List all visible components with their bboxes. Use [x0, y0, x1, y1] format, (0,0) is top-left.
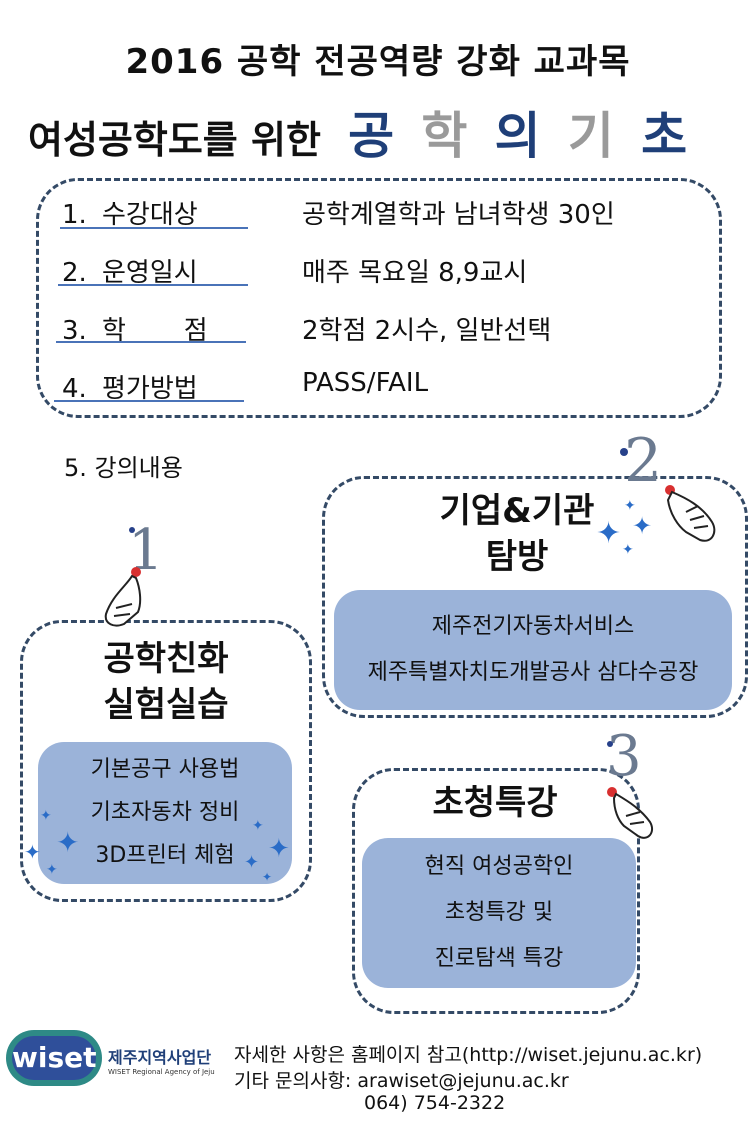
logo-text: wiset: [12, 1036, 97, 1080]
section-heading: 5. 강의내용: [64, 454, 183, 482]
pointing-hand-icon: [607, 741, 654, 839]
info-label: 평가방법: [102, 374, 198, 404]
sparkle-icon: ✦: [24, 840, 41, 864]
footer-contact: 기타 문의사항: arawiset@jejunu.ac.kr: [234, 1070, 569, 1092]
info-num: 2.: [62, 258, 87, 288]
footer-homepage: 자세한 사항은 홈페이지 참고(http://wiset.jejunu.ac.k…: [234, 1044, 703, 1066]
highlight-char: 초: [641, 107, 688, 165]
info-label: 수강대상: [102, 200, 198, 230]
activity-title: 공학친화 실험실습: [60, 636, 272, 728]
label-underline: [58, 284, 248, 286]
info-value: 공학계열학과 남녀학생 30인: [302, 200, 615, 230]
activity-items: 제주전기자동차서비스 제주특별자치도개발공사 삼다수공장: [334, 590, 732, 710]
activity-title-line: 초청특강: [432, 783, 558, 823]
footer-phone: 064) 754-2322: [364, 1092, 506, 1114]
sparkle-icon: ✦: [244, 852, 260, 873]
sparkle-icon: ✦: [624, 498, 636, 514]
info-label: 학 점: [102, 316, 208, 346]
info-row: 2. 운영일시 매주 목요일 8,9교시: [62, 252, 527, 289]
info-num: 1.: [62, 200, 87, 230]
subtitle-prefix: 여성공학도를 위한: [28, 118, 321, 162]
info-value: 매주 목요일 8,9교시: [302, 258, 528, 288]
activity-title-line: 탐방: [485, 537, 549, 577]
activity-card-3: [352, 768, 640, 1014]
label-underline: [60, 227, 248, 229]
highlight-char: 공: [348, 107, 395, 165]
info-row: 4. 평가방법 PASS/FAIL: [62, 368, 428, 405]
page-title: 2016 공학 전공역량 강화 교과목: [125, 42, 631, 82]
activity-item: 현직 여성공학인: [424, 854, 574, 879]
activity-card-1: [20, 620, 312, 902]
course-info-box: [36, 178, 722, 418]
activity-card-2: [322, 476, 748, 718]
highlight-char: 학: [421, 107, 468, 165]
info-num: 4.: [62, 374, 87, 404]
org-name: 제주지역사업단: [108, 1048, 212, 1067]
step-number: 2: [624, 426, 663, 496]
activity-title: 기업&기관 탐방: [402, 488, 632, 580]
sparkle-icon: ✦: [262, 870, 273, 884]
subtitle-highlight: 공 학 의 기 초: [334, 107, 687, 165]
org-subtitle: WISET Regional Agency of Jeju: [108, 1068, 215, 1076]
activity-items: 기본공구 사용법 기초자동차 정비 3D프린터 체험: [38, 742, 292, 884]
sparkle-icon: ✦: [56, 826, 80, 859]
sparkle-icon: ✦: [596, 516, 622, 551]
sparkle-icon: ✦: [40, 808, 52, 824]
info-row: 1. 수강대상 공학계열학과 남녀학생 30인: [62, 194, 615, 231]
pointing-hand-icon: [104, 527, 142, 627]
activity-title-line: 실험실습: [103, 685, 229, 725]
label-underline: [56, 341, 246, 343]
activity-items: 현직 여성공학인 초청특강 및 진로탐색 특강: [362, 838, 636, 988]
activity-title: 초청특강: [380, 780, 610, 826]
highlight-char: 의: [494, 107, 541, 165]
info-value: 2학점 2시수, 일반선택: [302, 316, 552, 346]
label-underline: [54, 400, 244, 402]
wiset-logo: wiset: [6, 1030, 102, 1086]
activity-item: 3D프린터 체험: [95, 843, 235, 868]
activity-item: 기본공구 사용법: [90, 757, 240, 782]
sparkle-icon: ✦: [268, 834, 290, 864]
step-number: 3: [606, 724, 642, 789]
activity-item: 제주전기자동차서비스: [431, 614, 635, 639]
activity-title-line: 기업&기관: [439, 491, 595, 531]
info-label: 운영일시: [102, 258, 198, 288]
activity-item: 초청특강 및: [444, 900, 554, 925]
activity-item: 진로탐색 특강: [434, 946, 564, 971]
sparkle-icon: ✦: [46, 862, 58, 878]
activity-item: 제주특별자치도개발공사 삼다수공장: [367, 660, 699, 685]
sparkle-icon: ✦: [252, 818, 264, 834]
sparkle-icon: ✦: [632, 512, 653, 540]
pointing-hand-icon: [620, 448, 716, 542]
page-subtitle: 여성공학도를 위한 공 학 의 기 초: [28, 96, 748, 168]
highlight-char: 기: [567, 107, 614, 165]
activity-item: 기초자동차 정비: [90, 800, 240, 825]
sparkle-icon: ✦: [622, 542, 634, 558]
info-value: PASS/FAIL: [302, 368, 429, 398]
activity-title-line: 공학친화: [103, 639, 229, 679]
